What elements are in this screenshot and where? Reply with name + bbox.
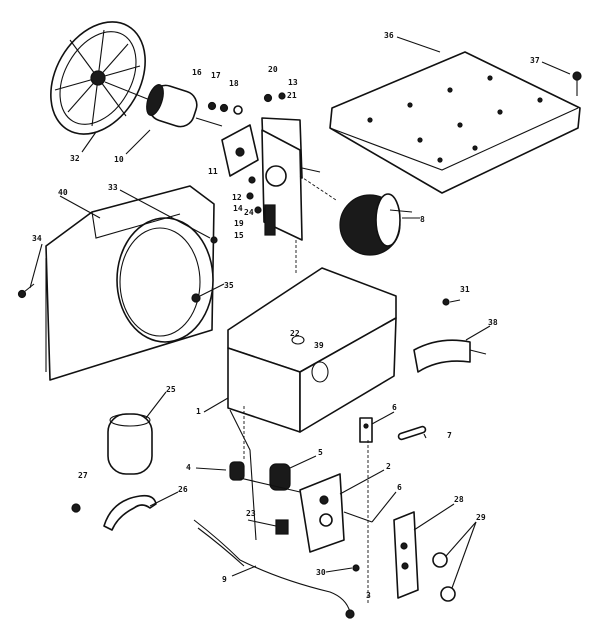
callout: 30 bbox=[316, 568, 326, 577]
fan-motor bbox=[104, 81, 223, 128]
thermostat-plate bbox=[393, 511, 456, 602]
callout: 23 bbox=[246, 509, 256, 518]
control-panel bbox=[229, 461, 373, 553]
callout: 36 bbox=[384, 31, 394, 40]
callout: 8 bbox=[420, 215, 425, 224]
callout: 2 bbox=[386, 462, 391, 471]
callout: 18 bbox=[229, 79, 239, 88]
screw-37 bbox=[572, 71, 582, 96]
callout: 13 bbox=[288, 78, 298, 87]
callout: 40 bbox=[58, 188, 68, 197]
callout: 10 bbox=[114, 155, 124, 164]
callout: 22 bbox=[290, 329, 300, 338]
callout: 21 bbox=[287, 91, 297, 100]
small-bracket-6 bbox=[359, 417, 373, 443]
callout: 31 bbox=[460, 285, 470, 294]
side-bracket bbox=[413, 298, 487, 373]
callout: 20 bbox=[268, 65, 278, 74]
callout: 33 bbox=[108, 183, 118, 192]
callout: 1 bbox=[196, 407, 201, 416]
callout: 12 bbox=[232, 193, 242, 202]
callout: 27 bbox=[78, 471, 88, 480]
motor-mount-bracket bbox=[221, 117, 303, 241]
callout: 29 bbox=[476, 513, 486, 522]
callout: 35 bbox=[224, 281, 234, 290]
callout-labels: 36 37 32 10 16 17 18 20 13 21 11 12 14 1… bbox=[32, 31, 540, 600]
blower-wheel bbox=[339, 193, 413, 256]
screw-34 bbox=[17, 283, 35, 299]
callout: 9 bbox=[222, 575, 227, 584]
callout: 15 bbox=[234, 231, 244, 240]
callout: 39 bbox=[314, 341, 324, 350]
callout: 3 bbox=[366, 591, 371, 600]
callout: 28 bbox=[454, 495, 464, 504]
callout: 6 bbox=[397, 483, 402, 492]
top-cover-panel bbox=[329, 51, 581, 194]
fan-shroud-panel bbox=[45, 185, 218, 381]
callout: 17 bbox=[211, 71, 221, 80]
callout: 16 bbox=[192, 68, 202, 77]
callout: 37 bbox=[530, 56, 540, 65]
callout: 11 bbox=[208, 167, 218, 176]
handle bbox=[71, 494, 157, 531]
base-pan bbox=[227, 267, 397, 541]
fan-blade-wheel bbox=[50, 21, 146, 135]
pin-7 bbox=[397, 425, 427, 441]
callout: 26 bbox=[178, 485, 188, 494]
callout: 34 bbox=[32, 234, 42, 243]
assembly-lines bbox=[243, 175, 369, 604]
callout: 6 bbox=[392, 403, 397, 412]
callout: 4 bbox=[186, 463, 191, 472]
callout: 14 bbox=[233, 204, 243, 213]
leader-lines bbox=[29, 36, 571, 589]
wiring-harness bbox=[193, 519, 360, 619]
capacitor bbox=[107, 413, 153, 475]
motor-hardware bbox=[207, 92, 286, 214]
callout: 38 bbox=[488, 318, 498, 327]
callout: 32 bbox=[70, 154, 80, 163]
callout: 7 bbox=[447, 431, 452, 440]
callout: 25 bbox=[166, 385, 176, 394]
callout: 19 bbox=[234, 219, 244, 228]
callout: 5 bbox=[318, 448, 323, 457]
callout: 24 bbox=[244, 208, 254, 217]
